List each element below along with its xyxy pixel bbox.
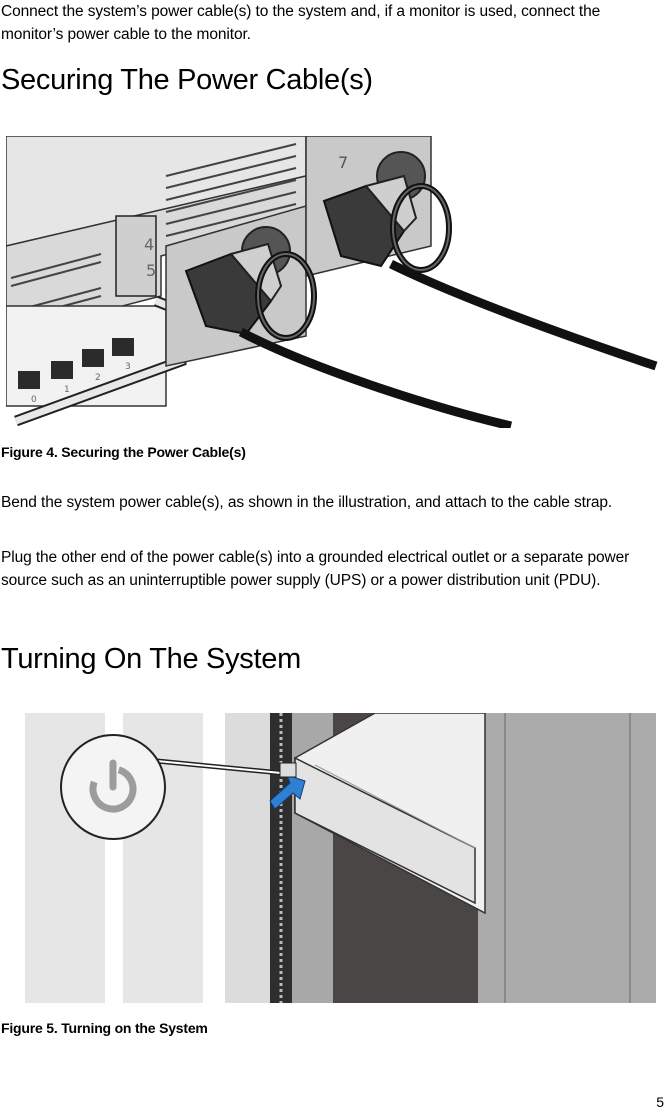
page-number: 5 (656, 1094, 664, 1110)
figure-securing-power-cables: 4 5 0 1 2 3 7 (6, 136, 658, 428)
figure-5-caption: Figure 5. Turning on the System (1, 1020, 208, 1036)
heading-securing-power-cables: Securing The Power Cable(s) (1, 64, 373, 96)
figure-turning-on-system (25, 713, 656, 1003)
intro-paragraph: Connect the system’s power cable(s) to t… (1, 3, 601, 43)
slot-label-7: 7 (338, 153, 348, 172)
plug-outlet-paragraph: Plug the other end of the power cable(s)… (1, 549, 630, 589)
port-label-3: 3 (125, 362, 131, 372)
bend-cable-paragraph: Bend the system power cable(s), as shown… (1, 494, 613, 511)
slot-label-4: 4 (144, 235, 154, 254)
port-label-1: 1 (64, 385, 70, 395)
port-label-2: 2 (95, 373, 101, 383)
heading-turning-on-system: Turning On The System (1, 643, 301, 675)
port-label-0: 0 (31, 395, 37, 405)
slot-label-5: 5 (146, 261, 156, 280)
figure-4-caption: Figure 4. Securing the Power Cable(s) (1, 444, 246, 460)
